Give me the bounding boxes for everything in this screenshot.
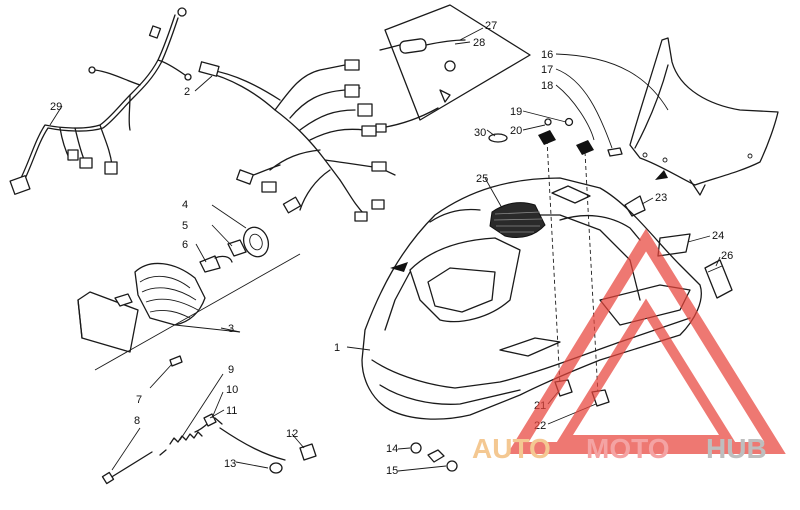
hood-handle [551, 185, 591, 204]
headlight-assembly [77, 226, 301, 371]
callout-16: 16 [541, 49, 553, 61]
callout-30: 30 [474, 127, 486, 139]
leader-lines [49, 27, 721, 472]
hood-body [361, 177, 702, 420]
dash-line-22 [584, 151, 599, 396]
callout-19: 19 [510, 106, 522, 118]
watermark-logo-icon [507, 228, 786, 454]
decal-23 [624, 195, 646, 217]
windshield [629, 37, 779, 196]
callout-8: 8 [134, 415, 140, 427]
callout-18: 18 [541, 80, 553, 92]
wire-kit-27 [375, 4, 531, 133]
bolt-8 [101, 451, 153, 485]
callout-9: 9 [228, 364, 234, 376]
decal-24 [657, 233, 691, 257]
cable-line [219, 427, 286, 461]
vent-grille [489, 202, 546, 239]
callout-2: 2 [184, 86, 190, 98]
screw-17 [607, 147, 623, 157]
washer-14 [410, 442, 445, 463]
callout-24: 24 [712, 230, 724, 242]
callout-17: 17 [541, 64, 553, 76]
callout-5: 5 [182, 220, 188, 232]
callout-7: 7 [136, 394, 142, 406]
watermark-word-auto: AUTO [472, 433, 551, 464]
callout-4: 4 [182, 199, 188, 211]
callout-6: 6 [182, 239, 188, 251]
callout-12: 12 [286, 428, 298, 440]
callout-25: 25 [476, 173, 488, 185]
callout-3: 3 [228, 323, 234, 335]
callout-26: 26 [721, 250, 733, 262]
wire-harness-2 [198, 59, 396, 222]
callout-23: 23 [655, 192, 667, 204]
callout-1: 1 [334, 342, 340, 354]
clip-7 [169, 355, 183, 367]
watermark-word-hub: HUB [706, 433, 767, 464]
washer-13 [269, 462, 283, 474]
nut-15 [446, 460, 458, 472]
callout-29: 29 [50, 101, 62, 113]
callout-numbers: 1 2 3 4 5 6 7 8 9 10 11 12 13 14 15 16 1… [50, 20, 733, 477]
watermark-word-moto: MOTO [586, 433, 669, 464]
wire-harness-29 [9, 7, 192, 195]
callout-27: 27 [485, 20, 497, 32]
callout-15: 15 [386, 465, 398, 477]
washer-20 [538, 118, 594, 155]
callout-28: 28 [473, 37, 485, 49]
callout-13: 13 [224, 458, 236, 470]
callout-20: 20 [510, 125, 522, 137]
dash-line-21 [546, 139, 561, 386]
seal-30 [488, 133, 508, 143]
nut-19 [564, 117, 574, 127]
callout-11: 11 [226, 405, 237, 417]
clip-11 [203, 413, 217, 427]
handle-26 [704, 259, 733, 299]
watermark: AUTO MOTO HUB [472, 228, 786, 464]
callout-14: 14 [386, 443, 398, 455]
spring-9 [159, 431, 203, 456]
callout-10: 10 [226, 384, 238, 396]
